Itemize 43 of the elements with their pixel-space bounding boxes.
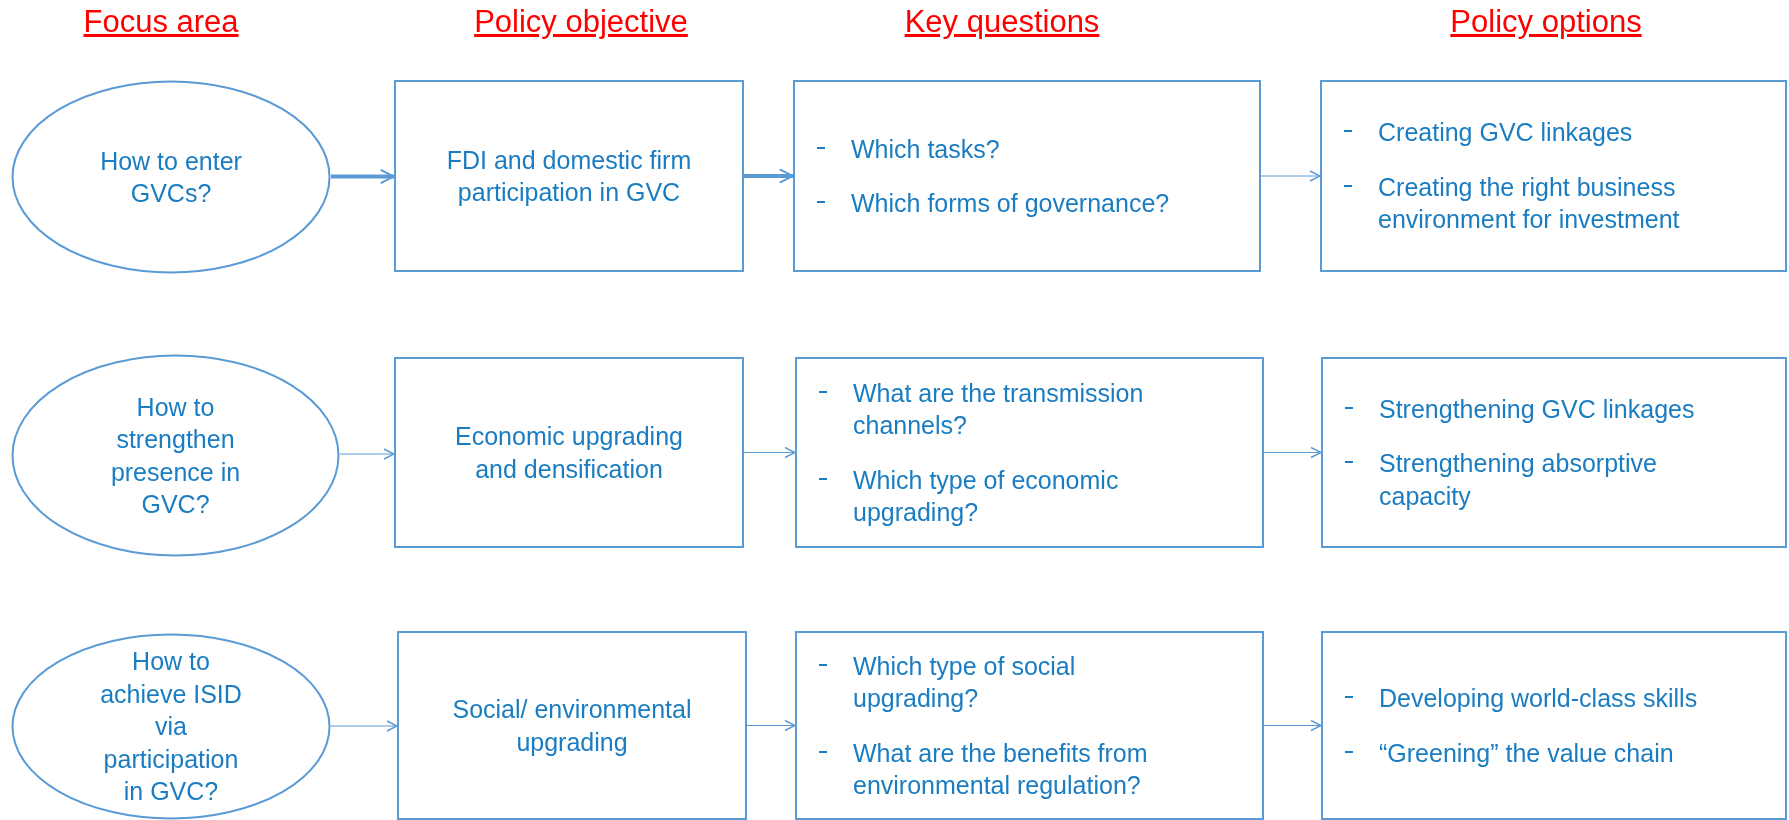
column-heading: Key questions <box>904 4 1100 40</box>
focus-question: How to strengthen presence in GVC? <box>109 391 242 520</box>
focus-question: How to achieve ISID via participation in GVC? <box>99 646 243 808</box>
list-box <box>1321 357 1787 548</box>
column-heading: Focus area <box>83 4 239 40</box>
arrow <box>744 168 794 184</box>
arrow <box>743 446 796 459</box>
list-box <box>795 631 1264 820</box>
list-item-text: “Greening” the value chain <box>1379 737 1674 769</box>
objective-text: Economic upgrading and densification <box>454 421 684 485</box>
list-box <box>793 80 1261 272</box>
focus-ellipse <box>11 633 331 820</box>
column-heading: Policy objective <box>474 4 688 40</box>
list-item-text: What are the benefits from environmental regulation? <box>853 737 1149 801</box>
arrow <box>331 168 395 185</box>
list-item-text: Which forms of governance? <box>851 188 1170 219</box>
arrow <box>330 720 398 732</box>
list-box <box>1320 80 1787 272</box>
arrow <box>1263 446 1322 459</box>
list-box <box>1321 631 1787 820</box>
focus-ellipse <box>11 354 340 557</box>
objective-text: Social/ environmental upgrading <box>451 694 693 758</box>
arrow <box>746 719 796 732</box>
list-item-text: Strengthening GVC linkages <box>1379 393 1695 425</box>
arrow <box>339 448 395 460</box>
list-item-text: Which type of economic upgrading? <box>853 464 1120 528</box>
list-item-text: Developing world-class skills <box>1379 683 1698 714</box>
list-item-text: Which type of social upgrading? <box>853 650 1077 714</box>
arrow <box>1263 719 1322 732</box>
objective-box <box>394 357 744 548</box>
list-item-text: What are the transmission channels? <box>853 377 1145 441</box>
list-item-text: Strengthening absorptive capacity <box>1379 448 1658 512</box>
list-item-text: Creating the right business environment for investment <box>1378 171 1681 236</box>
list-item-text: Which tasks? <box>851 133 1000 165</box>
column-heading: Policy options <box>1450 4 1642 40</box>
objective-box <box>394 80 744 272</box>
list-item-text: Creating GVC linkages <box>1378 117 1633 149</box>
objective-text: FDI and domestic firm participation in GVC <box>445 144 693 208</box>
focus-ellipse <box>11 80 331 274</box>
focus-question: How to enter GVCs? <box>99 145 243 209</box>
objective-box <box>397 631 747 820</box>
arrow <box>1260 170 1321 182</box>
list-box <box>795 357 1264 548</box>
